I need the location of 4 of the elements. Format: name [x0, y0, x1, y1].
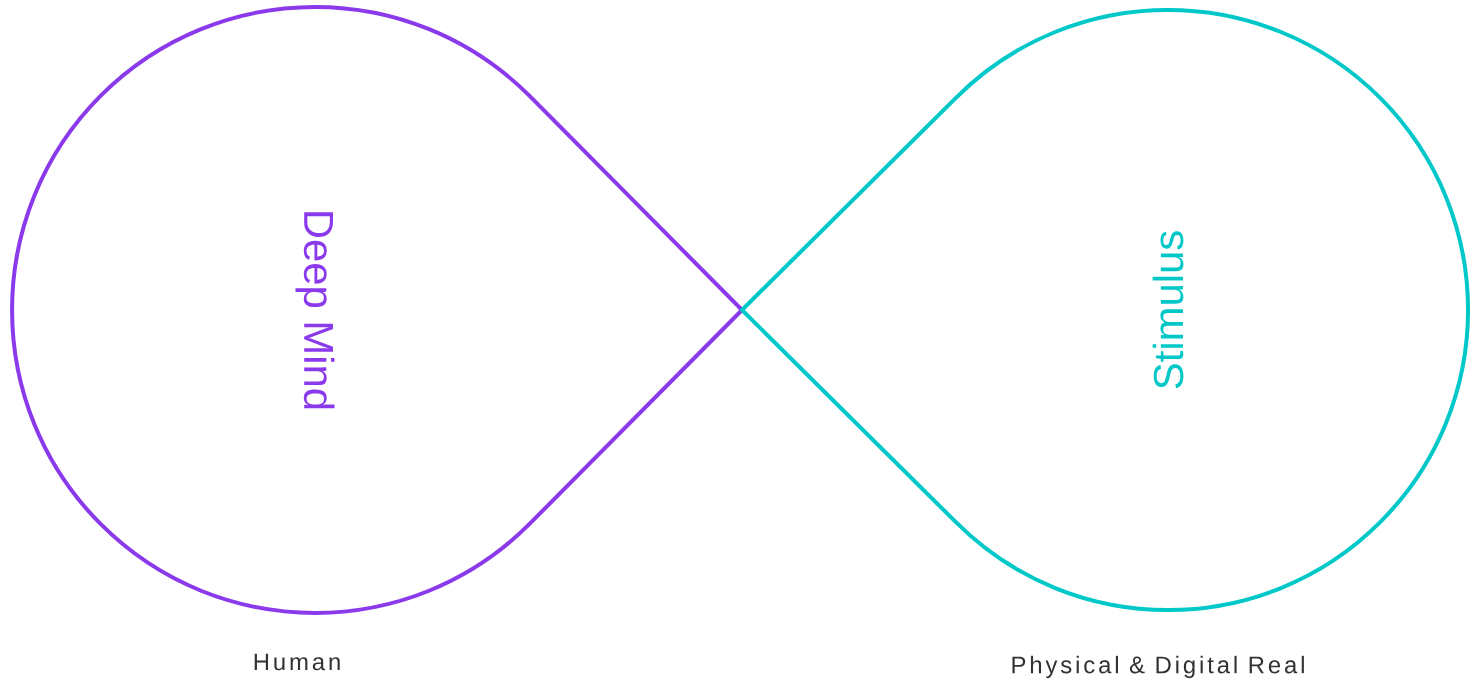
node-label: Human: [254, 653, 340, 671]
teardrop-loop: Deep Mind: [10, 4, 744, 615]
node-label: Physical & Digital Real: [1012, 655, 1304, 679]
teardrop-loop: Stimulus: [740, 8, 1471, 612]
